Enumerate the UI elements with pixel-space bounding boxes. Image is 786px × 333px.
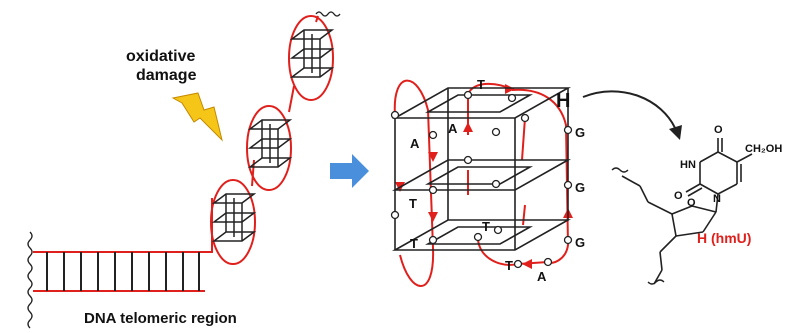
nucleotide-node <box>543 257 553 267</box>
nucleotide-node <box>520 113 530 123</box>
base-letter: G <box>575 125 586 140</box>
nucleotide-node <box>428 235 438 245</box>
g-tetrad <box>289 29 335 40</box>
nucleotide-node <box>491 179 501 189</box>
quadruplex-loop <box>246 105 292 191</box>
g-quadruplex-detail <box>390 79 573 287</box>
duplex-wavy-end <box>27 231 33 329</box>
transition-arrow-icon <box>330 154 369 188</box>
g-tetrad <box>211 231 257 242</box>
g-tetrad <box>247 138 293 149</box>
conversion-arrow <box>582 90 677 131</box>
base-letter: A <box>448 121 458 136</box>
nucleotide-node <box>473 232 483 242</box>
base-letter: T <box>477 77 485 92</box>
nucleotide-node <box>463 155 473 165</box>
detail-strand <box>521 117 526 226</box>
atom-hn: HN <box>680 159 696 171</box>
nucleotide-node <box>563 125 573 135</box>
nucleotide-node <box>390 210 400 220</box>
nucleotide-node <box>390 110 400 120</box>
g-tetrad <box>211 212 257 223</box>
region-label: DNA telomeric region <box>84 310 237 327</box>
detail-strand <box>511 88 570 264</box>
top-strand-exit <box>315 15 319 23</box>
g-tetrad <box>211 193 257 204</box>
g-tetrad <box>247 119 293 130</box>
dna-duplex <box>27 198 213 329</box>
g-quadruplex-1 <box>210 179 257 265</box>
base-letter: T <box>410 236 418 251</box>
g-tetrad <box>289 48 335 59</box>
base-letter: G <box>575 235 586 250</box>
g-quadruplex-2 <box>246 105 293 191</box>
nucleotide-node <box>428 130 438 140</box>
nucleotide-node <box>563 180 573 190</box>
base-letter: T <box>505 258 513 273</box>
product-label: H (hmU) <box>697 230 752 246</box>
base-letter: T <box>482 219 490 234</box>
atom-o-left: O <box>674 190 683 202</box>
strand-wavy-end <box>315 11 341 17</box>
nucleotide-node <box>507 93 517 103</box>
lightning-bolt-icon <box>171 92 223 142</box>
g-tetrad-plane <box>424 226 534 245</box>
damage-label-line2: damage <box>136 67 197 84</box>
g-tetrad-plane <box>391 159 572 191</box>
nucleotide-node <box>428 185 438 195</box>
atom-n: N <box>713 193 721 205</box>
linker-strand <box>288 85 295 113</box>
atom-o-top: O <box>714 124 723 136</box>
quadruplex-loop <box>210 179 256 265</box>
backbone-wavy-end <box>611 167 629 173</box>
atom-o-ring: O <box>687 197 696 209</box>
strand-direction-arrow-icon <box>428 152 438 162</box>
atom-ch2oh: CH₂OH <box>745 143 783 155</box>
conversion-arrowhead-icon <box>669 125 682 140</box>
nucleotide-node <box>493 225 503 235</box>
nucleotide-node <box>463 90 473 100</box>
g-tetrad <box>247 157 293 168</box>
strand-direction-arrow-icon <box>428 212 438 222</box>
backbone-wavy-end <box>647 279 665 285</box>
damage-label-line1: oxidative <box>126 48 196 65</box>
nucleotide-node <box>563 235 573 245</box>
quadruplex-loop <box>288 15 334 101</box>
strand-direction-arrow-icon <box>463 122 473 132</box>
g-tetrad <box>289 67 335 78</box>
g-quadruplex-3 <box>288 11 341 101</box>
base-letter: A <box>537 269 547 284</box>
base-letter: G <box>575 180 586 195</box>
nucleotide-node <box>513 259 523 269</box>
strand-direction-arrow-icon <box>505 84 515 94</box>
strand-direction-arrow-icon <box>522 259 532 269</box>
nucleotide-node <box>491 127 501 137</box>
hmu-structure <box>621 138 753 285</box>
detail-strand <box>393 79 435 287</box>
base-letter: T <box>409 196 417 211</box>
base-letter: A <box>410 136 420 151</box>
hmu-marker: H <box>556 90 571 112</box>
